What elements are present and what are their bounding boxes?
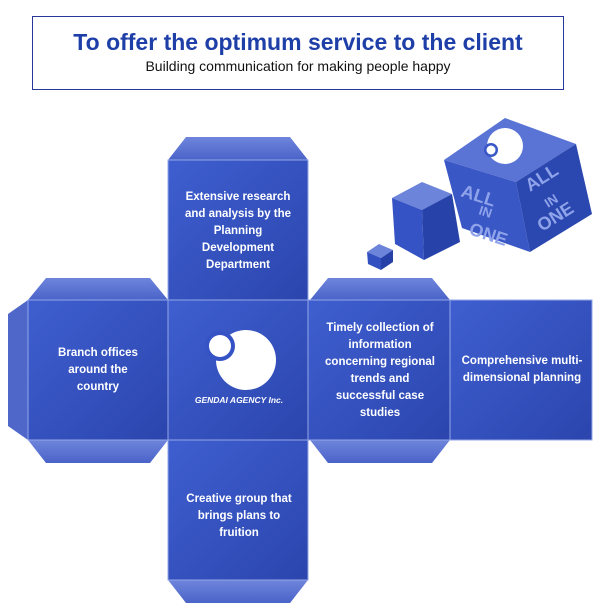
small-cube-icon — [392, 182, 460, 260]
panel-left-text: Branch offices around the country — [58, 346, 138, 393]
flap-right-top — [310, 278, 450, 300]
flap-right-bottom — [310, 440, 450, 463]
face-right-outer — [449, 299, 593, 441]
face-right-inner — [307, 299, 451, 441]
page-title: To offer the optimum service to the clie… — [73, 29, 523, 55]
cube-left-in: IN — [477, 203, 494, 221]
panel-right-outer-text: Comprehensive multi-dimensional planning — [461, 355, 583, 384]
all-in-one-cube-icon: ALL IN ONE ALL IN ONE — [444, 118, 592, 252]
flap-top — [168, 137, 308, 160]
flap-left-bottom — [28, 440, 168, 463]
logo-text: GENDAI AGENCY Inc. — [195, 395, 283, 405]
tiny-cube-icon — [367, 244, 393, 270]
logo-icon — [205, 330, 276, 390]
panel-right-inner-text: Timely collection of information concern… — [325, 322, 435, 419]
flap-left-top — [28, 278, 168, 300]
flap-bottom — [168, 580, 308, 603]
header-box: To offer the optimum service to the clie… — [32, 16, 564, 90]
panel-top-text: Extensive research and analysis by the P… — [184, 190, 292, 271]
flap-left-side — [8, 300, 28, 440]
page-subtitle: Building communication for making people… — [145, 58, 451, 74]
face-bottom — [167, 439, 309, 581]
panel-bottom-text: Creative group that brings plans to frui… — [186, 492, 292, 539]
